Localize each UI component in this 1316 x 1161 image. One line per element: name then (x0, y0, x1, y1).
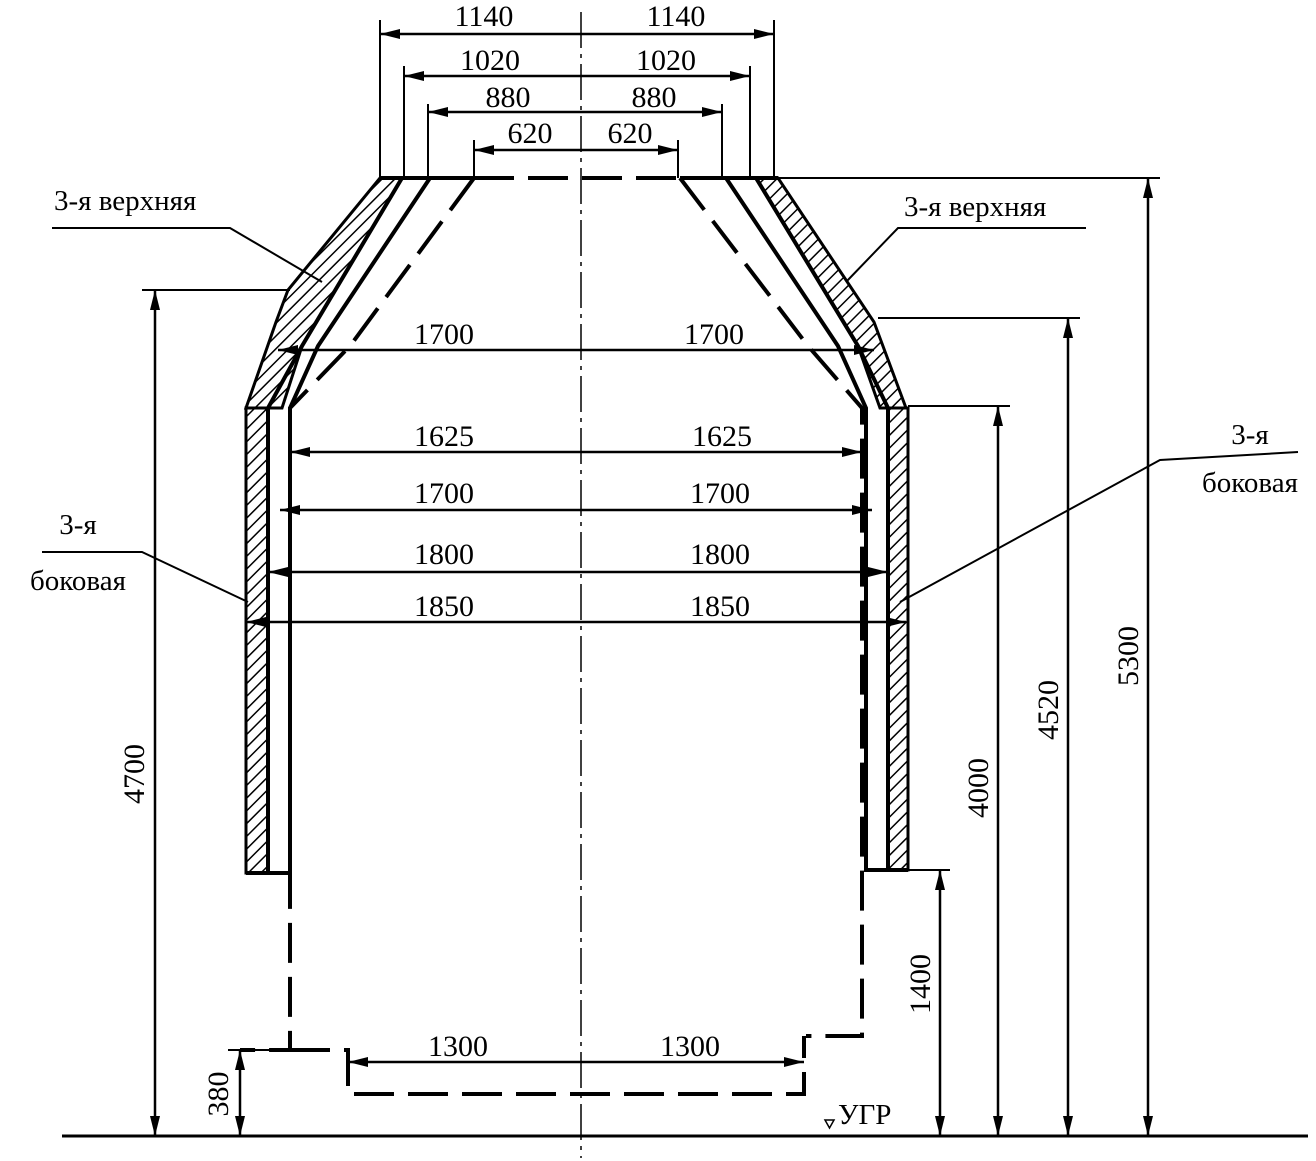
dim-1020-left: 1020 (460, 44, 520, 77)
dim-620-right: 620 (608, 117, 653, 150)
dim-1800-right: 1800 (690, 538, 750, 571)
dim-1625-left: 1625 (414, 420, 474, 453)
dim-1400: 1400 (904, 954, 937, 1014)
contour-left (246, 176, 404, 875)
ground-level-marker-icon (823, 1119, 836, 1130)
dim-620-left: 620 (508, 117, 553, 150)
label-third-upper-right: 3-я верхняя (904, 191, 1046, 223)
dim-880-right: 880 (632, 81, 677, 114)
label-third-upper-left: 3-я верхняя (54, 185, 196, 217)
dim-1700-upper-left: 1700 (414, 318, 474, 351)
hatch-side-right (886, 406, 910, 872)
dim-1850-left: 1850 (414, 590, 474, 623)
label-ground: УГР (838, 1099, 891, 1131)
top-extension-lines (379, 20, 775, 178)
dim-1625-right: 1625 (692, 420, 752, 453)
dim-1800-left: 1800 (414, 538, 474, 571)
dim-1700-upper-right: 1700 (684, 318, 744, 351)
dim-1140-left: 1140 (455, 0, 514, 33)
hatch-side-left (244, 406, 270, 875)
label-third-side-right-2: боковая (1202, 467, 1298, 499)
dashed-contour-right (678, 176, 864, 1038)
dim-1140-right: 1140 (647, 0, 706, 33)
dim-5300: 5300 (1112, 626, 1145, 686)
dim-1300-right: 1300 (660, 1030, 720, 1063)
label-third-side-left-1: 3-я (59, 509, 97, 541)
dim-880-left: 880 (486, 81, 531, 114)
label-third-side-left-2: боковая (30, 565, 126, 597)
dim-4520: 4520 (1032, 680, 1065, 740)
dim-1850-right: 1850 (690, 590, 750, 623)
label-third-side-right-1: 3-я (1231, 419, 1269, 451)
leader-lines (42, 227, 1299, 603)
dim-4700: 4700 (118, 744, 151, 804)
dim-1300-left: 1300 (428, 1030, 488, 1063)
dim-1020-right: 1020 (636, 44, 696, 77)
dim-1700-right: 1700 (690, 477, 750, 510)
contour-left-inner (268, 176, 432, 875)
dim-1700-left: 1700 (414, 477, 474, 510)
dim-380: 380 (202, 1072, 235, 1117)
dim-4000: 4000 (962, 758, 995, 818)
dashed-bottom (290, 1036, 806, 1096)
width-dimension-lines (246, 29, 906, 1067)
contour-right (754, 176, 908, 872)
height-dimension-lines (142, 177, 1160, 1136)
contour-right-inner (724, 176, 888, 872)
